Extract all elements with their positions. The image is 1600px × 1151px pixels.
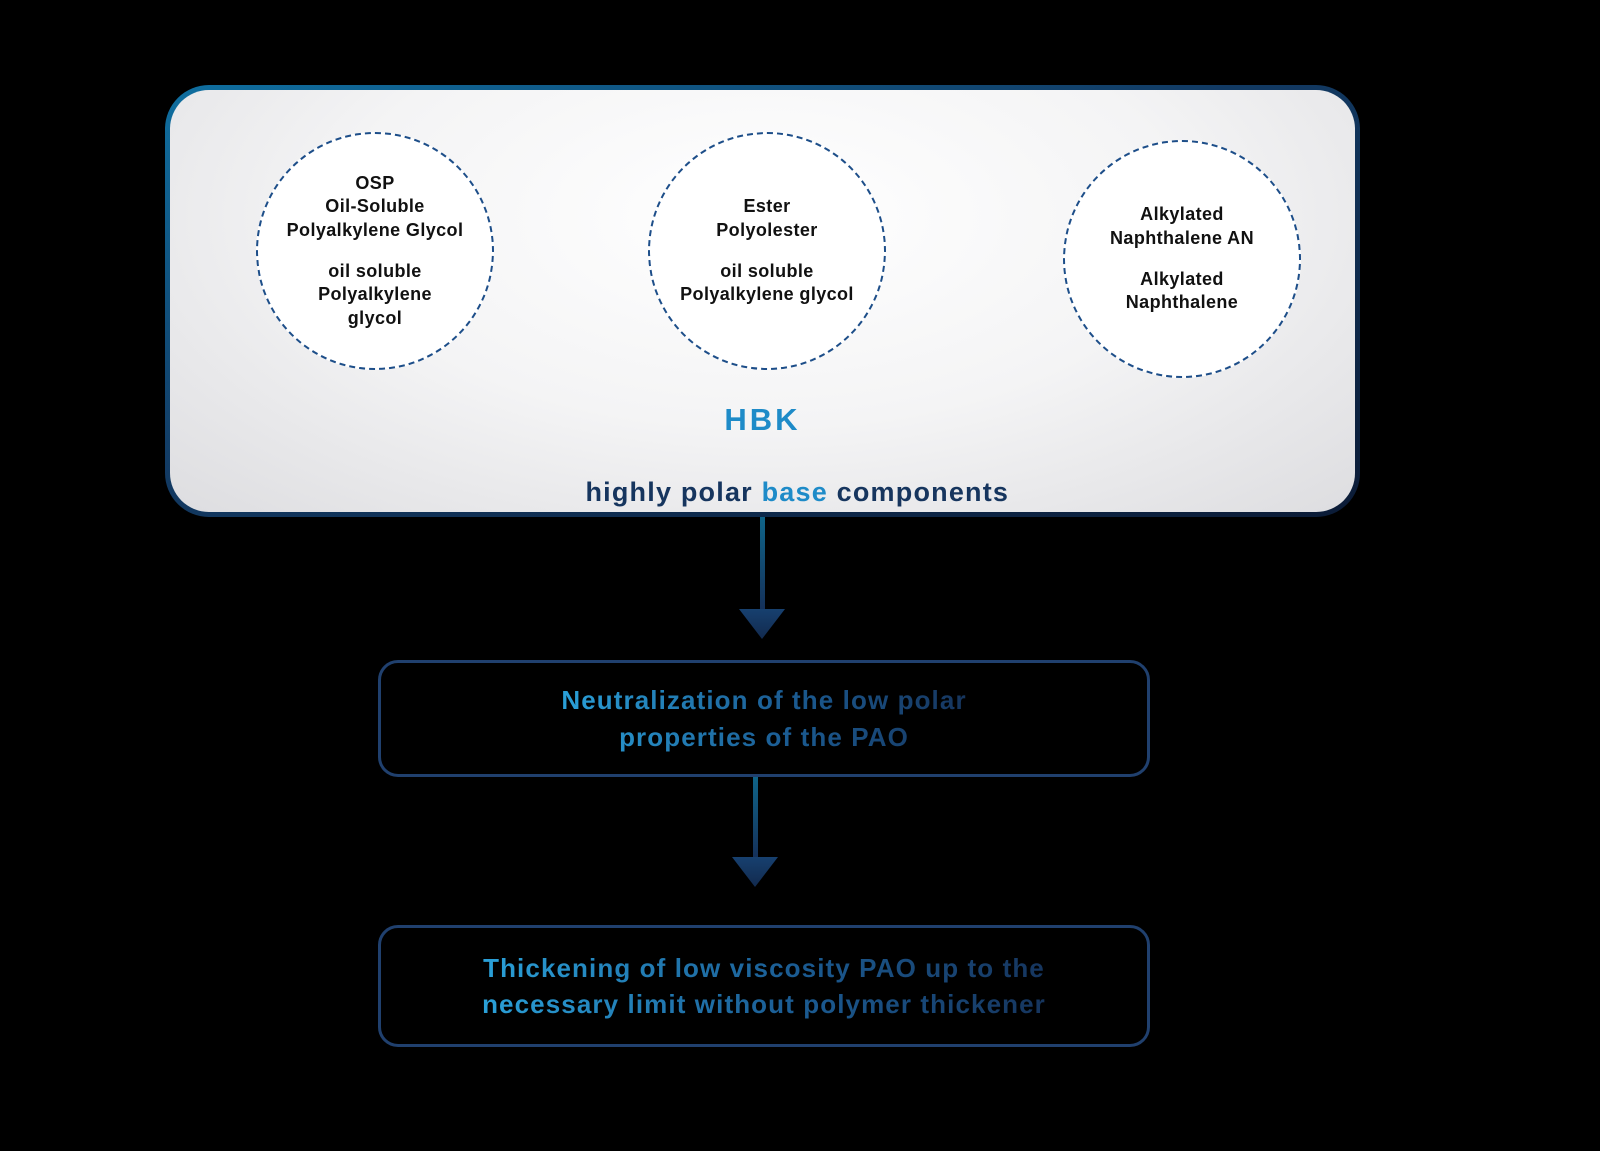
neutralization-box-text: Neutralization of the low polar properti… [561, 682, 966, 755]
neutralization-box: Neutralization of the low polar properti… [378, 660, 1150, 777]
circle-ester-top-group: Ester Polyolester [680, 195, 854, 242]
circle-ester-line: Ester [743, 196, 791, 217]
circle-osp-bottom-group: oil soluble Polyalkylene glycol [287, 260, 464, 330]
hbk-panel-border: OSP Oil-Soluble Polyalkylene Glycol oil … [165, 85, 1360, 517]
arrow-down-2-stem [752, 777, 758, 857]
thickening-box-line: Thickening of low viscosity PAO up to th… [482, 950, 1046, 986]
circle-osp-text: OSP Oil-Soluble Polyalkylene Glycol oil … [287, 172, 464, 330]
circle-ester-bottom-group: oil soluble Polyalkylene glycol [680, 260, 854, 307]
circle-alkylated-naphthalene-line: Alkylated [1140, 269, 1224, 289]
neutralization-box-line: properties of the PAO [561, 719, 966, 755]
circle-alkylated-naphthalene-line: Naphthalene [1125, 292, 1239, 313]
circle-osp-line: oil soluble [328, 261, 422, 281]
circle-ester-line: Polyolester [716, 219, 818, 240]
circle-osp-top-group: OSP Oil-Soluble Polyalkylene Glycol [287, 172, 464, 242]
circle-osp-line: glycol [347, 307, 403, 328]
circle-osp-line: Polyalkylene Glycol [286, 219, 464, 240]
thickening-box-line: necessary limit without polymer thickene… [482, 986, 1046, 1022]
hbk-subtitle-part: components [827, 477, 1010, 507]
circle-osp-line: Polyalkylene [318, 284, 432, 305]
hbk-panel: OSP Oil-Soluble Polyalkylene Glycol oil … [170, 90, 1355, 512]
circle-ester: Ester Polyolester oil soluble Polyalkyle… [648, 132, 886, 370]
neutralization-box-line: Neutralization of the low polar [561, 682, 966, 718]
circle-alkylated-naphthalene-line: Naphthalene AN [1110, 227, 1254, 248]
circle-ester-line: oil soluble [720, 261, 814, 281]
circle-ester-text: Ester Polyolester oil soluble Polyalkyle… [680, 195, 854, 307]
arrow-down-1-stem [759, 517, 765, 609]
circle-osp-line: Oil-Soluble [325, 196, 425, 217]
hbk-subtitle-part: highly polar [585, 477, 762, 507]
arrow-down-2 [732, 777, 778, 887]
circle-alkylated-naphthalene-text: Alkylated Naphthalene AN Alkylated Napht… [1110, 203, 1254, 315]
arrow-down-1 [739, 517, 785, 639]
circle-osp-line: OSP [355, 172, 395, 193]
circle-osp: OSP Oil-Soluble Polyalkylene Glycol oil … [256, 132, 494, 370]
arrow-down-1-head [739, 609, 785, 639]
arrow-down-2-head [732, 857, 778, 887]
hbk-subtitle: highly polar base components [170, 446, 1355, 539]
circle-alkylated-naphthalene: Alkylated Naphthalene AN Alkylated Napht… [1063, 140, 1301, 378]
thickening-box: Thickening of low viscosity PAO up to th… [378, 925, 1150, 1047]
hbk-subtitle-part: base [761, 477, 828, 507]
circle-alkylated-naphthalene-bottom-group: Alkylated Naphthalene [1110, 268, 1254, 315]
circle-alkylated-naphthalene-top-group: Alkylated Naphthalene AN [1110, 203, 1254, 250]
hbk-title: HBK [724, 402, 801, 437]
circle-ester-line: Polyalkylene glycol [680, 284, 854, 305]
circle-alkylated-naphthalene-line: Alkylated [1140, 204, 1224, 225]
thickening-box-text: Thickening of low viscosity PAO up to th… [482, 950, 1046, 1023]
